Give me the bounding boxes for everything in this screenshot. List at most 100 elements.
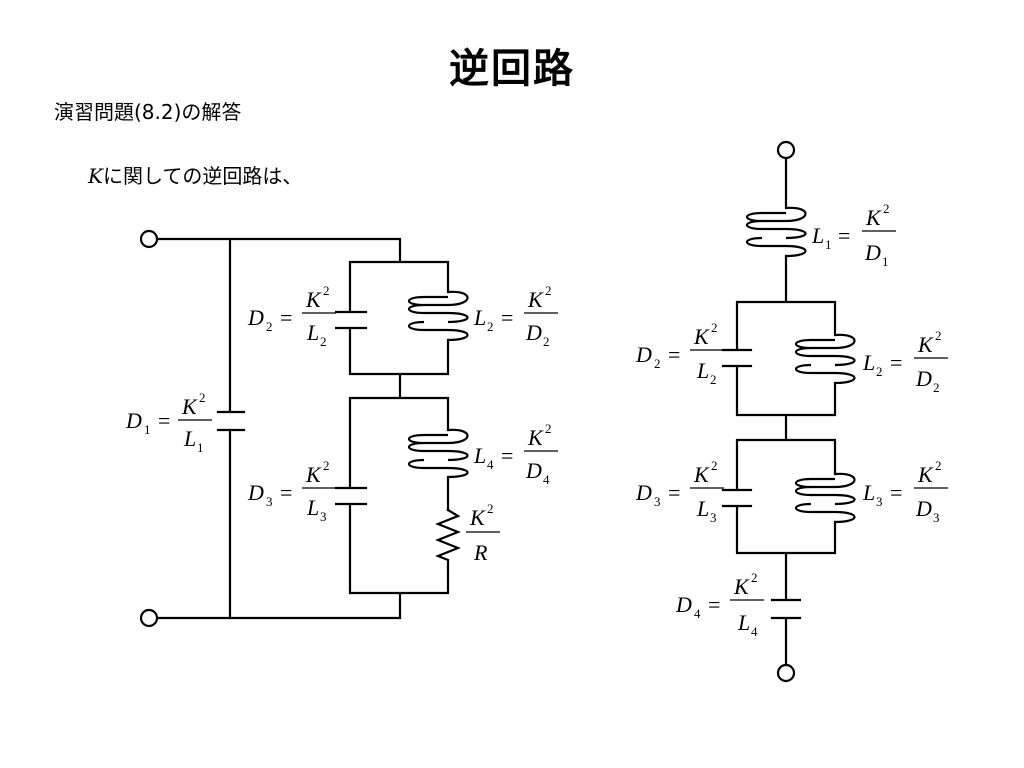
lbl-k: K [469, 505, 486, 530]
lbl-exp: 2 [935, 458, 942, 473]
lbl-eq: = [501, 305, 513, 330]
lbl-sub: 2 [266, 319, 273, 334]
label-right-d4: D 4 = K 2 L 4 [675, 570, 764, 639]
lbl-sub: 2 [933, 380, 940, 395]
right-inductor-l2 [794, 333, 856, 385]
lbl-exp: 2 [883, 201, 890, 216]
slide-subtitle: 演習問題(8.2)の解答 [54, 100, 242, 124]
lbl-sub: 2 [543, 334, 550, 349]
label-right-l2: L 2 = K 2 D 2 [862, 328, 948, 395]
lbl-l: L [306, 495, 319, 520]
lbl-l: L [811, 223, 824, 248]
lbl-l: L [183, 426, 196, 451]
label-left-d1: D 1 = K 2 L 1 [125, 390, 212, 455]
lbl-exp: 2 [199, 390, 206, 405]
lbl-k: K [305, 287, 322, 312]
lbl-exp: 2 [711, 458, 718, 473]
lbl-sub: 3 [933, 510, 940, 525]
label-left-d3: D 3 = K 2 L 3 [247, 458, 336, 524]
lbl-eq: = [708, 592, 720, 617]
label-left-d2: D 2 = K 2 L 2 [247, 283, 336, 349]
lbl-d: D [525, 458, 542, 483]
label-right-l1: L 1 = K 2 D 1 [811, 201, 896, 269]
lbl-d: D [635, 342, 652, 367]
lbl-exp: 2 [545, 421, 552, 436]
label-left-l4: L 4 = K 2 D 4 [473, 421, 558, 487]
left-resistor [435, 508, 461, 570]
lbl-k: K [693, 324, 710, 349]
lbl-sub: 3 [710, 510, 717, 525]
lbl-sub: 3 [876, 494, 883, 509]
lbl-d: D [915, 366, 932, 391]
lbl-sub: 4 [751, 624, 758, 639]
lbl-k: K [917, 462, 934, 487]
lbl-l: L [696, 358, 709, 383]
left-wiring [156, 237, 450, 620]
lbl-d: D [247, 305, 264, 330]
lbl-k: K [733, 574, 750, 599]
lbl-exp: 2 [545, 283, 552, 298]
lbl-sub: 4 [487, 457, 494, 472]
lbl-d: D [915, 496, 932, 521]
left-circuit: D 1 = K 2 L 1 D 2 = K 2 L 2 L 2 = K 2 [125, 229, 558, 628]
lbl-l: L [862, 480, 875, 505]
lbl-d: D [675, 592, 692, 617]
lbl-sub: 2 [710, 372, 717, 387]
lbl-sub: 3 [654, 494, 661, 509]
right-inductor-l1 [745, 206, 807, 258]
lbl-k: K [917, 332, 934, 357]
lbl-sub: 1 [197, 440, 204, 455]
lbl-k: K [865, 205, 882, 230]
lbl-d: D [525, 320, 542, 345]
intro-variable: K [88, 164, 103, 188]
lbl-k: K [527, 425, 544, 450]
lbl-exp: 2 [711, 320, 718, 335]
lbl-sub: 4 [694, 606, 701, 621]
label-left-resistor: K 2 R [466, 501, 500, 565]
lbl-eq: = [280, 480, 292, 505]
lbl-exp: 2 [323, 458, 330, 473]
lbl-exp: 2 [323, 283, 330, 298]
lbl-d: D [635, 480, 652, 505]
lbl-eq: = [280, 305, 292, 330]
lbl-eq: = [838, 223, 850, 248]
lbl-sub: 4 [543, 472, 550, 487]
lbl-sub: 3 [266, 494, 273, 509]
lbl-eq: = [158, 408, 170, 433]
lbl-r: R [473, 540, 488, 565]
lbl-sub: 1 [144, 422, 151, 437]
lbl-k: K [305, 462, 322, 487]
lbl-sub: 1 [882, 254, 889, 269]
lbl-l: L [306, 320, 319, 345]
lbl-eq: = [890, 350, 902, 375]
lbl-l: L [696, 496, 709, 521]
lbl-sub: 3 [320, 509, 327, 524]
label-right-d2: D 2 = K 2 L 2 [635, 320, 724, 387]
lbl-d: D [125, 408, 142, 433]
lbl-exp: 2 [487, 501, 494, 516]
label-right-d3: D 3 = K 2 L 3 [635, 458, 724, 525]
lbl-exp: 2 [935, 328, 942, 343]
lbl-k: K [181, 394, 198, 419]
lbl-eq: = [890, 480, 902, 505]
lbl-d: D [864, 240, 881, 265]
lbl-d: D [247, 480, 264, 505]
lbl-eq: = [668, 480, 680, 505]
left-terminal-bottom [139, 608, 159, 628]
lbl-sub: 1 [825, 237, 832, 252]
right-circuit: L 1 = K 2 D 1 D 2 = K 2 L 2 L 2 = K 2 [635, 140, 948, 683]
lbl-eq: = [501, 443, 513, 468]
lbl-l: L [473, 443, 486, 468]
intro-text: Kに関しての逆回路は、 [88, 160, 302, 189]
left-terminal-top [139, 229, 159, 249]
lbl-exp: 2 [751, 570, 758, 585]
label-right-l3: L 3 = K 2 D 3 [862, 458, 948, 525]
label-left-l2: L 2 = K 2 D 2 [473, 283, 558, 349]
lbl-sub: 2 [654, 356, 661, 371]
lbl-eq: = [668, 342, 680, 367]
intro-sentence: に関しての逆回路は、 [102, 164, 303, 188]
lbl-l: L [737, 610, 750, 635]
lbl-sub: 2 [876, 364, 883, 379]
lbl-l: L [473, 305, 486, 330]
